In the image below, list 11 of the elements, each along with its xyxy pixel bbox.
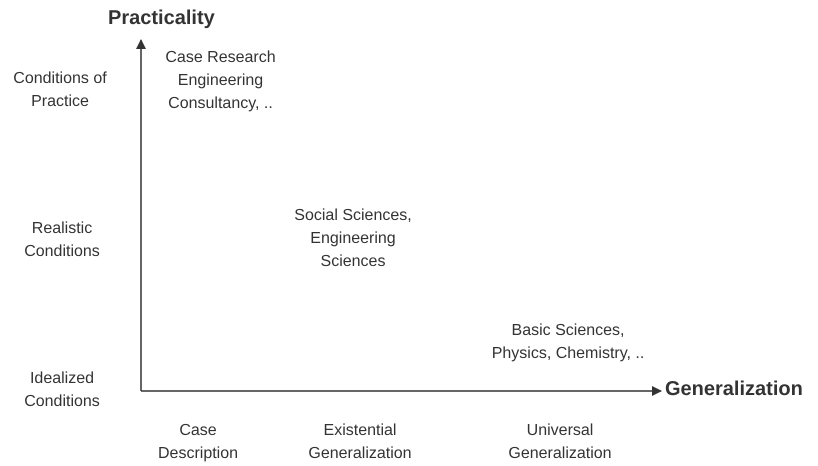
axis-tick-label: Conditions of Practice [12,69,108,112]
axis-tick-label: Realistic Conditions [23,219,101,262]
region-text: Basic Sciences, Physics, Chemistry, .. [490,321,646,364]
region-text: Case Research Engineering Consultancy, .. [164,48,277,114]
axis-tick-label: Universal Generalization [507,421,613,464]
axis-tick-label: Case Description [156,421,240,464]
region-text: Social Sciences, Engineering Sciences [293,206,413,272]
axis-tick-label: Idealized Conditions [23,369,101,412]
axis-tick-label: Existential Generalization [307,421,413,464]
axis-title: Generalization [665,377,803,401]
axis-title: Practicality [108,6,215,30]
